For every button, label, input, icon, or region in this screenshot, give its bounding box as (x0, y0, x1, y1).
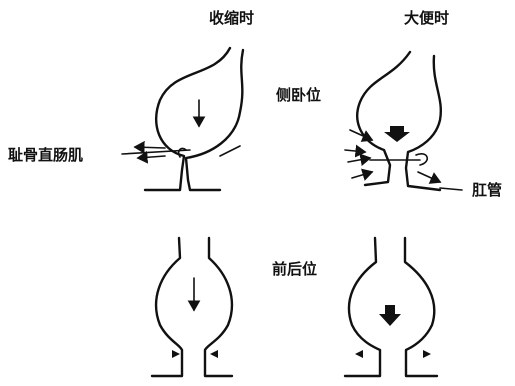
pull-mark-right (220, 146, 240, 156)
relax-arrow-left (355, 350, 363, 358)
muscle-pull-arrow-upper (135, 147, 165, 148)
squeeze-arrow-right (210, 350, 218, 358)
relax-arrow-4 (352, 172, 372, 178)
lateral-contraction-figure (122, 48, 243, 190)
lateral-defecation-figure (345, 52, 462, 190)
arrow-down-bold-ap (379, 305, 401, 326)
muscle-pull-arrow-lower (138, 156, 165, 158)
relax-arrow-2 (345, 150, 365, 152)
ap-contraction-figure (152, 238, 232, 376)
relax-arrow-3 (348, 158, 370, 162)
relax-arrow-5 (418, 172, 440, 182)
arrow-down-bold (384, 126, 410, 142)
ap-defecation-figure (345, 238, 437, 376)
squeeze-arrow-left (172, 350, 180, 358)
relax-arrow-right (423, 350, 431, 358)
leader-line-anal-canal (440, 188, 462, 190)
